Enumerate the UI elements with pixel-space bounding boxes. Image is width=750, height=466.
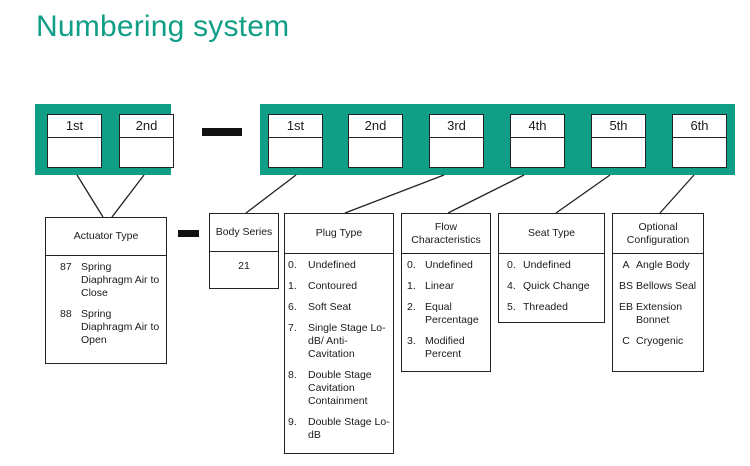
seat-type-option: 0. Undefined [507, 259, 601, 272]
option-text: Undefined [425, 259, 473, 271]
option-code: 1. [407, 280, 416, 292]
option-text: Threaded [523, 301, 568, 313]
option-code: 9. [288, 416, 297, 428]
option-text: Spring Diaphragm Air to Close [81, 261, 160, 299]
optional-configuration-option: C Cryogenic [616, 335, 701, 348]
option-code: 1. [288, 280, 297, 292]
option-code: BS [618, 280, 633, 292]
body-digit-slot-2: 2nd [348, 114, 403, 168]
seat-type-option: 4. Quick Change [507, 280, 601, 293]
body-digit-label-4: 4th [511, 115, 564, 138]
box-separator-dash [178, 230, 199, 237]
option-text: Linear [425, 280, 455, 292]
option-text: Double Stage Cavitation Containment [308, 369, 372, 407]
option-code: 5. [507, 301, 516, 313]
option-code: A [622, 259, 630, 271]
body-digit-slot-1: 1st [268, 114, 323, 168]
option-code: 87 [60, 261, 72, 273]
flow-characteristics-header: Flow Characteristics [402, 214, 490, 254]
plug-type-box: Plug Type 0. Undefined 1. Contoured 6. S… [284, 213, 394, 454]
plug-type-option: 0. Undefined [288, 259, 390, 272]
option-text: Soft Seat [308, 301, 352, 313]
body-digit-label-5: 5th [592, 115, 645, 138]
option-text: Double Stage Lo-dB [308, 416, 390, 441]
connector-optional-configuration [659, 174, 695, 214]
page-title: Numbering system [36, 10, 290, 43]
option-text: Contoured [308, 280, 358, 292]
option-text: Quick Change [523, 280, 590, 292]
plug-type-option: 1. Contoured [288, 280, 390, 293]
option-text: Extension Bonnet [636, 301, 683, 326]
option-code: EB [618, 301, 633, 313]
connector-actuator-2 [111, 174, 145, 218]
connector-seat-type [555, 174, 611, 214]
actuator-digit-slot-1: 1st [47, 114, 102, 168]
flow-characteristics-option: 3. Modified Percent [407, 335, 487, 361]
seat-type-option: 5. Threaded [507, 301, 601, 314]
body-digit-slot-6: 6th [672, 114, 727, 168]
option-code: 4. [507, 280, 516, 292]
body-series-box: Body Series 21 [209, 213, 279, 289]
plug-type-option: 6. Soft Seat [288, 301, 390, 314]
connector-flow-characteristics [447, 174, 525, 214]
actuator-digit-label-1: 1st [48, 115, 101, 138]
option-text: Single Stage Lo-dB/ Anti-Cavitation [308, 322, 386, 360]
option-code: 0. [288, 259, 297, 271]
body-digit-slot-4: 4th [510, 114, 565, 168]
optional-configuration-option: BS Bellows Seal [616, 280, 701, 293]
seat-type-header: Seat Type [499, 214, 604, 254]
option-text: Undefined [523, 259, 571, 271]
plug-type-option: 7. Single Stage Lo-dB/ Anti-Cavitation [288, 322, 390, 361]
actuator-type-box: Actuator Type 87 Spring Diaphragm Air to… [45, 217, 167, 364]
plug-type-option: 8. Double Stage Cavitation Containment [288, 369, 390, 408]
actuator-type-header: Actuator Type [46, 218, 166, 256]
option-code: C [622, 335, 630, 347]
seat-type-box: Seat Type 0. Undefined 4. Quick Change 5… [498, 213, 605, 323]
actuator-type-option: 87 Spring Diaphragm Air to Close [60, 261, 162, 300]
option-text: Modified Percent [425, 335, 465, 360]
optional-configuration-box: Optional Configuration A Angle Body BS B… [612, 213, 704, 372]
body-digit-slot-3: 3rd [429, 114, 484, 168]
option-code: 88 [60, 308, 72, 320]
option-text: Bellows Seal [636, 280, 697, 292]
body-digit-slot-5: 5th [591, 114, 646, 168]
option-code: 7. [288, 322, 297, 334]
actuator-type-option: 88 Spring Diaphragm Air to Open [60, 308, 162, 347]
plug-type-option: 9. Double Stage Lo-dB [288, 416, 390, 442]
optional-configuration-option: EB Extension Bonnet [616, 301, 701, 327]
body-digit-label-1: 1st [269, 115, 322, 138]
connector-plug-type [344, 174, 445, 214]
option-text: Angle Body [636, 259, 690, 271]
body-digit-label-6: 6th [673, 115, 726, 138]
option-text: Cryogenic [636, 335, 684, 347]
optional-configuration-option: A Angle Body [616, 259, 701, 272]
flow-characteristics-box: Flow Characteristics 0. Undefined 1. Lin… [401, 213, 491, 372]
flow-characteristics-option: 1. Linear [407, 280, 487, 293]
option-text: Equal Percentage [425, 301, 479, 326]
flow-characteristics-option: 2. Equal Percentage [407, 301, 487, 327]
body-digit-label-2: 2nd [349, 115, 402, 138]
body-series-header: Body Series [210, 214, 278, 252]
actuator-digit-slot-2: 2nd [119, 114, 174, 168]
actuator-digit-label-2: 2nd [120, 115, 173, 138]
connector-body-series [245, 174, 297, 214]
connector-actuator-1 [76, 174, 104, 218]
option-code: 0. [407, 259, 416, 271]
option-code: 6. [288, 301, 297, 313]
plug-type-header: Plug Type [285, 214, 393, 254]
optional-configuration-header: Optional Configuration [613, 214, 703, 254]
option-text: Spring Diaphragm Air to Open [81, 308, 160, 346]
option-code: 3. [407, 335, 416, 347]
body-code-band [260, 104, 735, 175]
band-separator-dash [202, 128, 242, 136]
body-digit-label-3: 3rd [430, 115, 483, 138]
option-code: 0. [507, 259, 516, 271]
option-text: Undefined [308, 259, 356, 271]
option-code: 8. [288, 369, 297, 381]
body-series-value: 21 [238, 260, 250, 272]
flow-characteristics-option: 0. Undefined [407, 259, 487, 272]
option-code: 2. [407, 301, 416, 313]
